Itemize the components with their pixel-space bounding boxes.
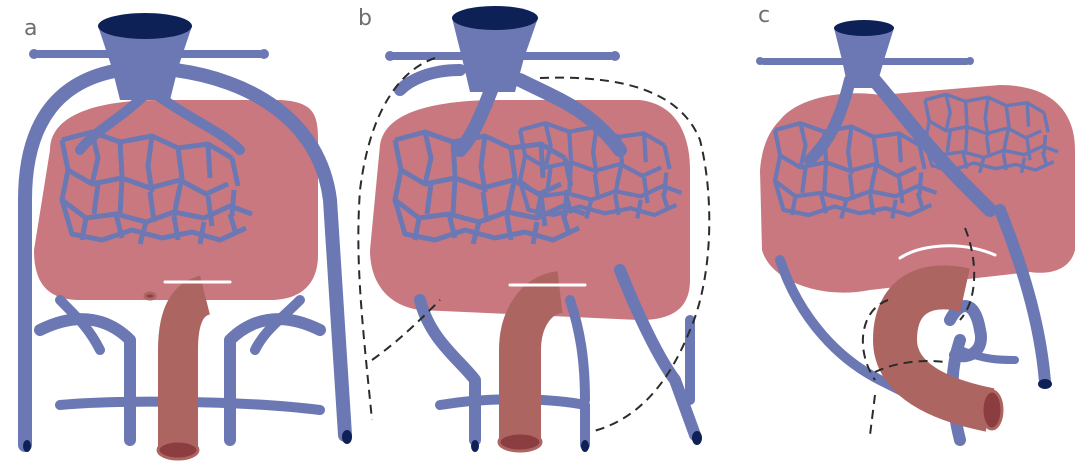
funnel-lumen-b — [452, 6, 538, 30]
artery-end-c — [982, 391, 1002, 429]
artery-a — [178, 295, 205, 448]
funnel-lumen-a — [98, 13, 192, 39]
panel-label-b: b — [358, 6, 372, 31]
panel-label-c: c — [758, 3, 770, 28]
artery-b — [520, 292, 560, 440]
panel-label-a: a — [24, 16, 37, 41]
panel-c: c — [756, 3, 1075, 440]
panel-b: b — [358, 6, 709, 452]
artery-end-a — [158, 441, 198, 459]
artery-end-b — [499, 433, 541, 451]
panel-a: a — [23, 13, 352, 459]
funnel-lumen-c — [834, 20, 894, 36]
